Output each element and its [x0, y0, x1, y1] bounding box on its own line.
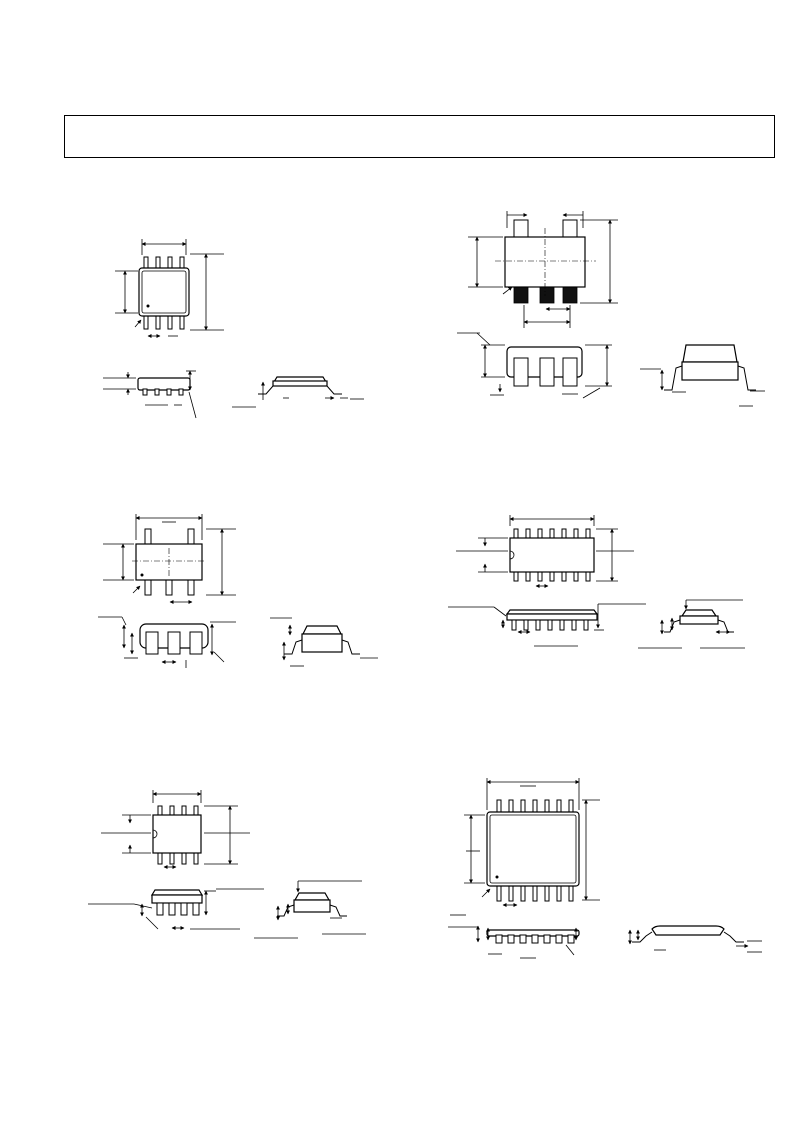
top-view	[103, 514, 236, 604]
front-view	[457, 332, 612, 399]
package-14-lead-mid-right	[448, 515, 745, 649]
top-view	[115, 239, 224, 338]
top-view	[456, 515, 634, 588]
side-view	[232, 376, 364, 408]
front-view	[448, 603, 646, 647]
side-view	[270, 617, 378, 667]
end-view	[103, 370, 197, 419]
package-8-lead-top-left	[103, 239, 364, 419]
header-box	[64, 115, 775, 158]
side-view	[254, 880, 366, 939]
package-5-lead-top-right	[457, 211, 765, 407]
top-pins	[496, 799, 574, 815]
top-view	[468, 211, 618, 328]
front-view	[88, 888, 264, 930]
side-view	[628, 925, 762, 953]
side-view	[638, 599, 745, 649]
side-view	[640, 344, 765, 407]
package-8-lead-bottom-left	[88, 790, 366, 939]
package-14-lead-bottom-right	[448, 778, 762, 959]
front-view	[448, 914, 580, 959]
package-5-lead-mid-left	[98, 514, 378, 668]
top-view	[101, 790, 250, 869]
front-view	[98, 616, 236, 668]
top-view	[464, 778, 600, 907]
bottom-pins	[496, 884, 574, 902]
